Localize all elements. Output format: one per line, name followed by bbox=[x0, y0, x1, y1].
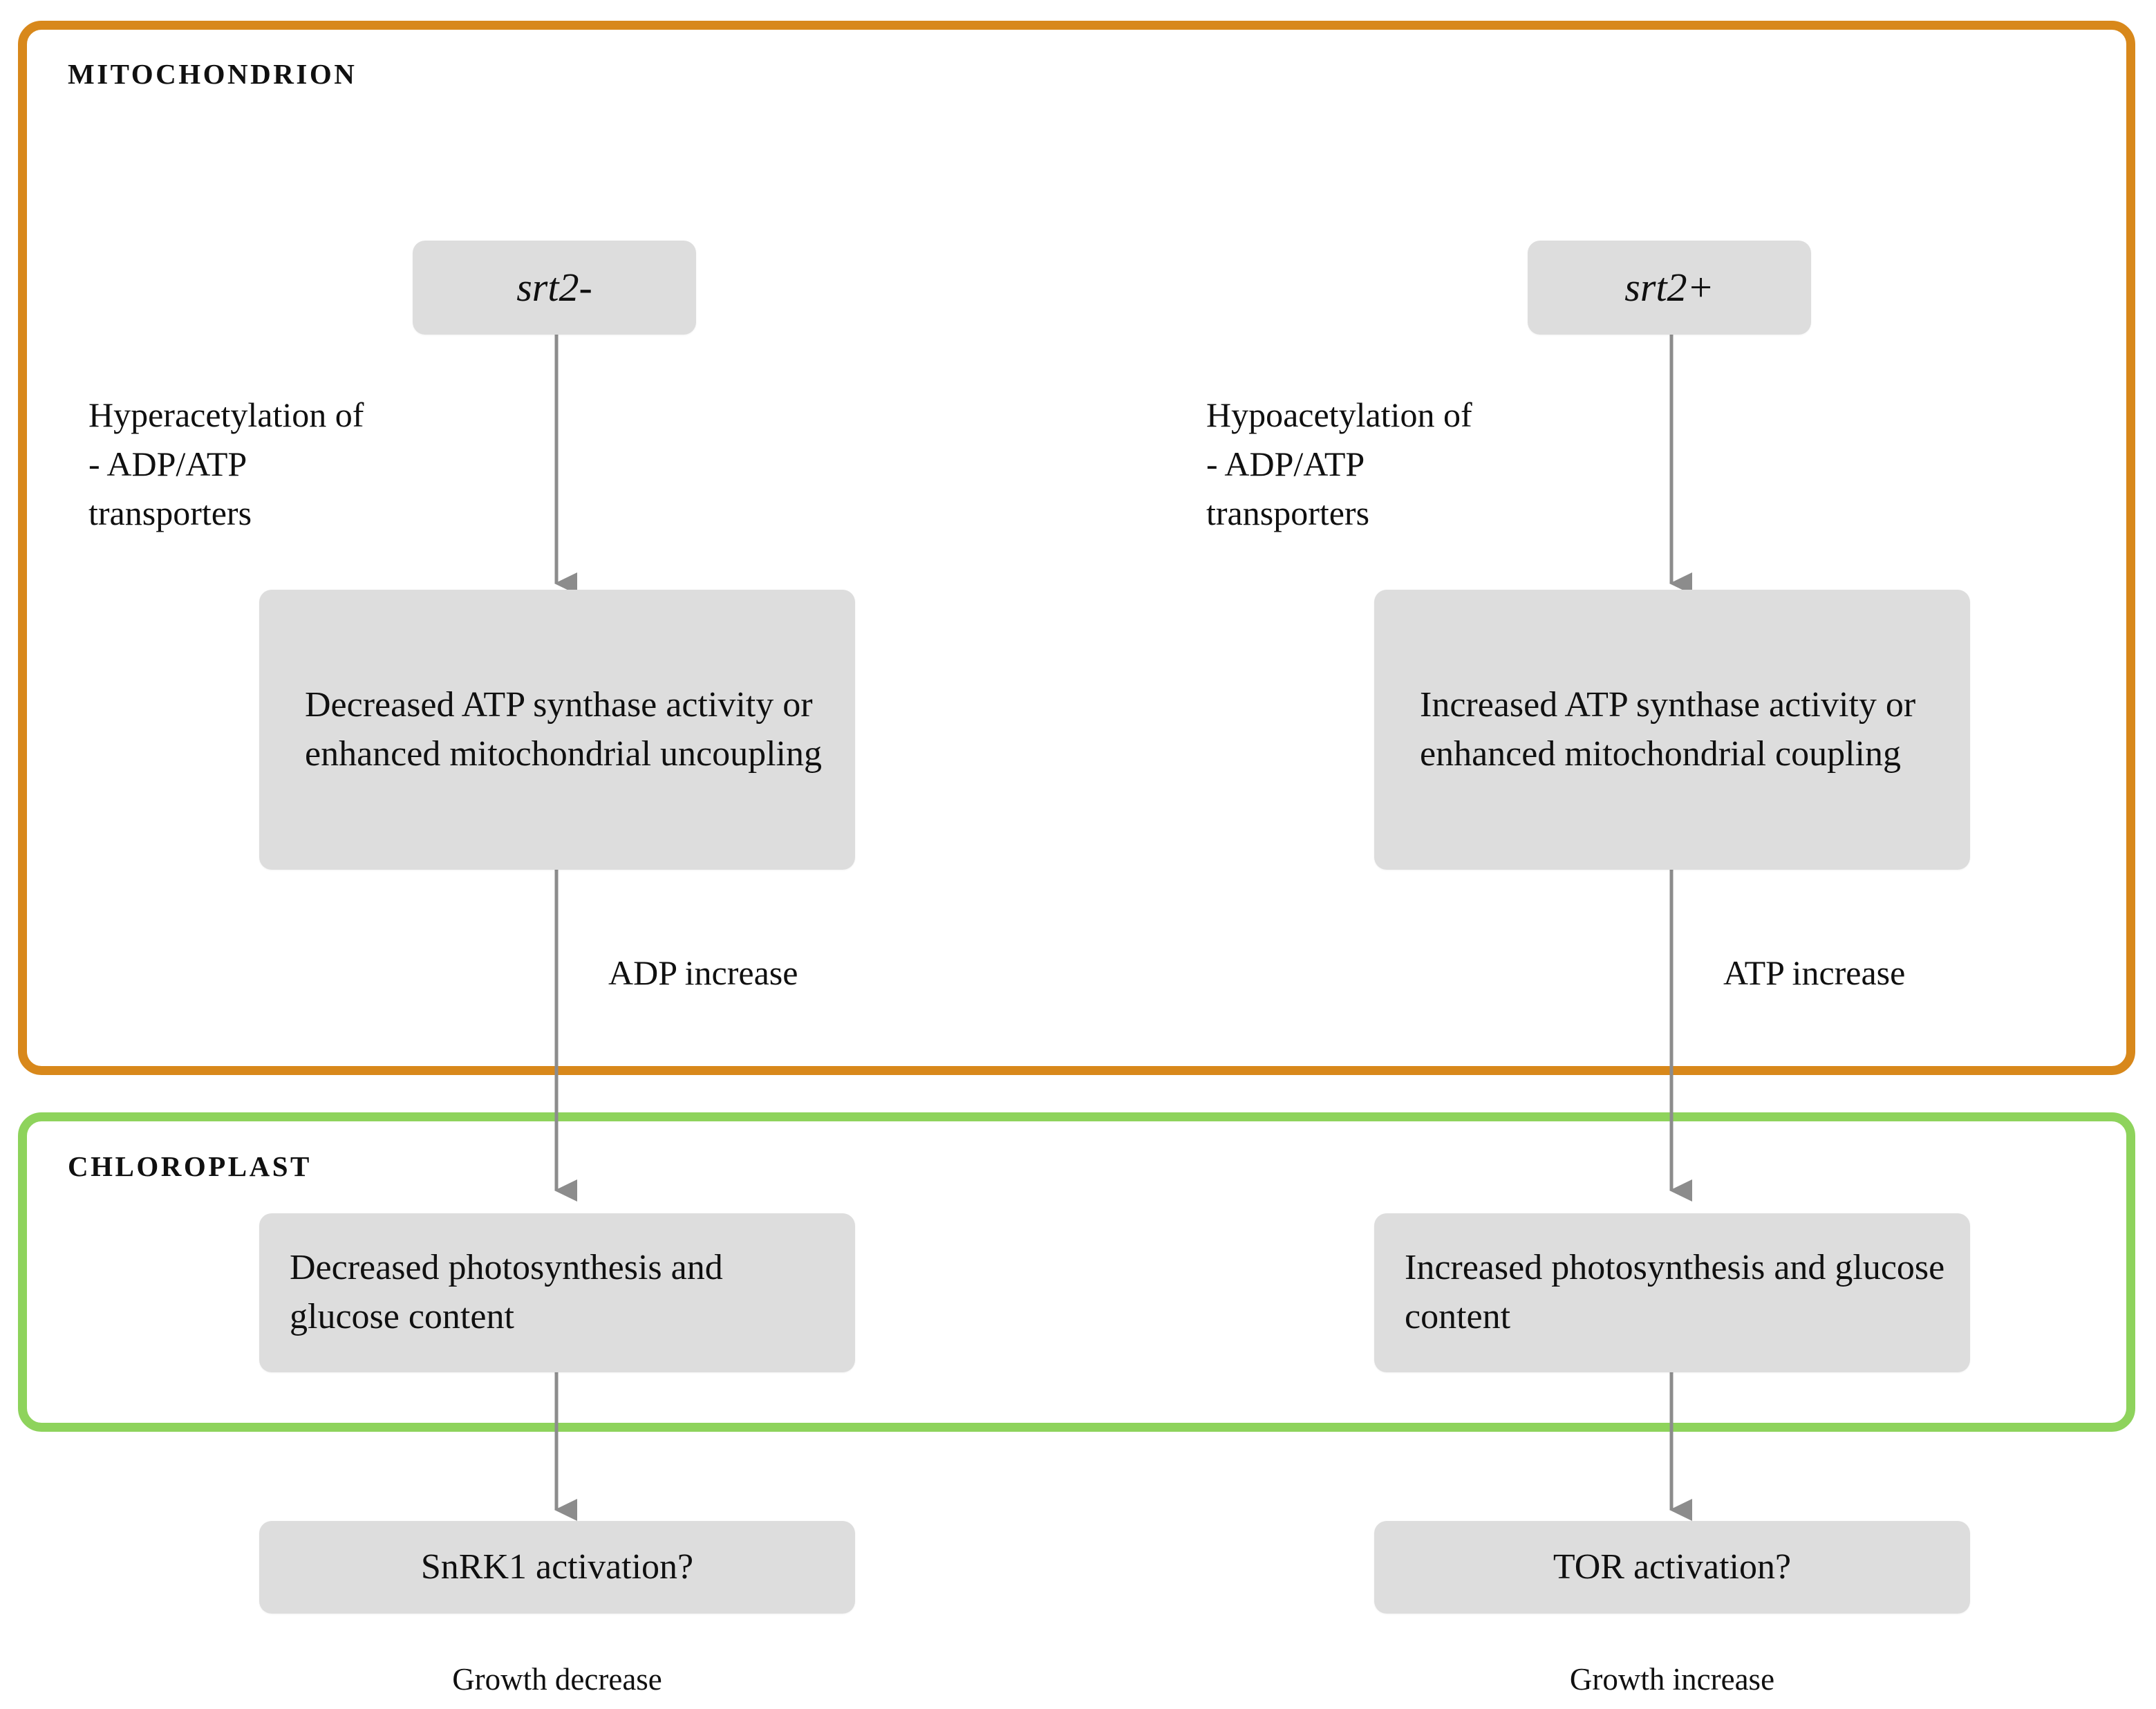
srt2-minus-label: srt2- bbox=[516, 264, 592, 310]
node-srt2-minus[interactable]: srt2- bbox=[413, 241, 696, 335]
node-snrk1-activation[interactable]: SnRK1 activation? bbox=[259, 1521, 855, 1614]
chloroplast-label: CHLOROPLAST bbox=[68, 1150, 312, 1182]
mitochondrion-label: MITOCHONDRION bbox=[68, 58, 357, 90]
hyperacetylation-note: Hyperacetylation of - ADP/ATP transporte… bbox=[88, 395, 364, 532]
edge-label-adp-increase: ADP increase bbox=[608, 953, 798, 992]
tor-label: TOR activation? bbox=[1553, 1547, 1792, 1587]
increased-photosynthesis-label: Increased photosynthesis and glucose con… bbox=[1405, 1248, 1945, 1336]
chloroplast-compartment bbox=[18, 1112, 2135, 1432]
outcome-growth-increase: Growth increase bbox=[1569, 1662, 1775, 1697]
node-decreased-photosynthesis[interactable]: Decreased photosynthesis and glucose con… bbox=[259, 1213, 855, 1372]
node-increased-atp-synthase[interactable]: Increased ATP synthase activity or enhan… bbox=[1374, 590, 1970, 870]
mitochondrion-compartment bbox=[18, 21, 2135, 1075]
decreased-atp-label: Decreased ATP synthase activity or enhan… bbox=[305, 684, 823, 774]
node-increased-photosynthesis[interactable]: Increased photosynthesis and glucose con… bbox=[1374, 1213, 1970, 1372]
node-decreased-atp-synthase[interactable]: Decreased ATP synthase activity or enhan… bbox=[259, 590, 855, 870]
increased-atp-label: Increased ATP synthase activity or enhan… bbox=[1420, 684, 1916, 774]
outcome-growth-decrease: Growth decrease bbox=[452, 1662, 662, 1697]
node-srt2-plus[interactable]: srt2+ bbox=[1528, 241, 1811, 335]
srt2-plus-label: srt2+ bbox=[1624, 264, 1714, 310]
node-tor-activation[interactable]: TOR activation? bbox=[1374, 1521, 1970, 1614]
decreased-photosynthesis-label: Decreased photosynthesis and glucose con… bbox=[290, 1248, 723, 1336]
snrk1-label: SnRK1 activation? bbox=[420, 1547, 694, 1587]
edge-label-atp-increase: ATP increase bbox=[1723, 953, 1906, 992]
hypoacetylation-note: Hypoacetylation of - ADP/ATP transporter… bbox=[1206, 395, 1472, 532]
